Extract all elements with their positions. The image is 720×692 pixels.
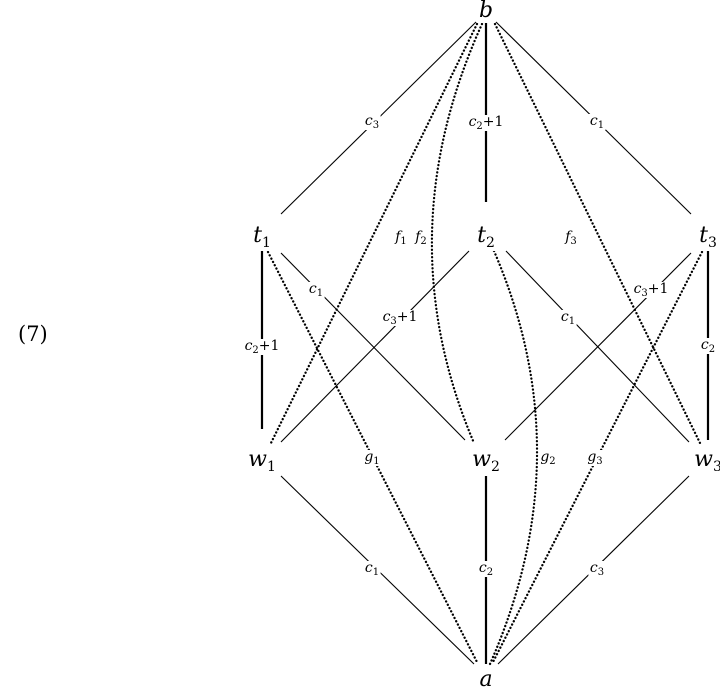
node-w1: w1 [246, 447, 278, 475]
edge-b-w1 [269, 22, 479, 445]
edge-label-w2-a: c2 [477, 560, 495, 578]
svg-text:f1: f1 [394, 229, 407, 247]
svg-text:g1: g1 [364, 449, 379, 467]
edge-label-b-w3: f3 [562, 229, 579, 247]
edge-t3-a [490, 250, 704, 666]
svg-text:c3+1: c3+1 [383, 309, 418, 327]
edge-t2-a [488, 249, 539, 666]
edge-label-b-w2: f2 [412, 229, 429, 247]
svg-text:f2: f2 [414, 229, 427, 247]
svg-text:b: b [479, 0, 493, 23]
svg-text:c1: c1 [309, 281, 323, 299]
edge-label-t2-w3: c1 [559, 309, 577, 327]
edge-labels: c3 c2+1 c1 f1 f2 f3 c2+1 c1 c3+1 c1 c3+1 c2 g1 g2 g3 c1… [243, 113, 717, 578]
node-t1: t1 [251, 223, 273, 251]
equation-number: (7) [18, 322, 48, 346]
node-t2: t2 [475, 223, 497, 251]
node-t3: t3 [697, 223, 719, 251]
edge-label-t3-w2: c3+1 [632, 281, 670, 299]
edge-label-b-t2: c2+1 [467, 114, 505, 132]
svg-text:w1: w1 [248, 447, 276, 475]
edge-label-w3-a: c3 [588, 560, 606, 578]
node-b: b [476, 0, 496, 23]
svg-text:c1: c1 [590, 113, 604, 131]
svg-text:t1: t1 [253, 223, 271, 251]
edge-label-b-t3: c1 [588, 113, 606, 131]
svg-text:c2: c2 [479, 560, 493, 578]
edge-t1-a [266, 250, 480, 666]
edge-label-t2-a: g2 [538, 449, 558, 467]
edge-label-t1-w1: c2+1 [243, 338, 281, 356]
svg-text:w2: w2 [472, 447, 500, 475]
svg-text:c3: c3 [590, 560, 604, 578]
svg-text:g3: g3 [587, 449, 602, 467]
edge-label-t1-a: g1 [362, 449, 382, 467]
edge-label-w1-a: c1 [363, 560, 381, 578]
svg-text:c1: c1 [365, 560, 379, 578]
nodes: b t1 t2 t3 w1 w2 w3 a [246, 0, 720, 692]
edge-t2-w1 [280, 250, 470, 443]
svg-text:c1: c1 [561, 309, 575, 327]
node-w2: w2 [470, 447, 502, 475]
svg-text:c3: c3 [365, 113, 379, 131]
svg-text:a: a [479, 667, 492, 692]
svg-text:c2: c2 [701, 337, 715, 355]
edge-label-t2-w1: c3+1 [381, 309, 419, 327]
edge-label-b-w1: f1 [392, 229, 409, 247]
svg-text:t3: t3 [699, 223, 717, 251]
node-a: a [477, 667, 495, 692]
edge-label-t1-w2: c1 [307, 281, 325, 299]
svg-text:c2+1: c2+1 [245, 338, 280, 356]
svg-text:t2: t2 [477, 223, 495, 251]
edge-label-t3-w3: c2 [699, 337, 717, 355]
svg-text:c2+1: c2+1 [469, 114, 504, 132]
edge-b-w3 [493, 22, 702, 445]
svg-text:f3: f3 [564, 229, 577, 247]
edge-label-t3-a: g3 [585, 449, 605, 467]
node-w3: w3 [692, 447, 720, 475]
svg-text:c3+1: c3+1 [634, 281, 669, 299]
svg-text:g2: g2 [540, 449, 555, 467]
svg-text:w3: w3 [694, 447, 720, 475]
edge-label-b-t1: c3 [363, 113, 381, 131]
edge-b-w2 [430, 22, 484, 445]
